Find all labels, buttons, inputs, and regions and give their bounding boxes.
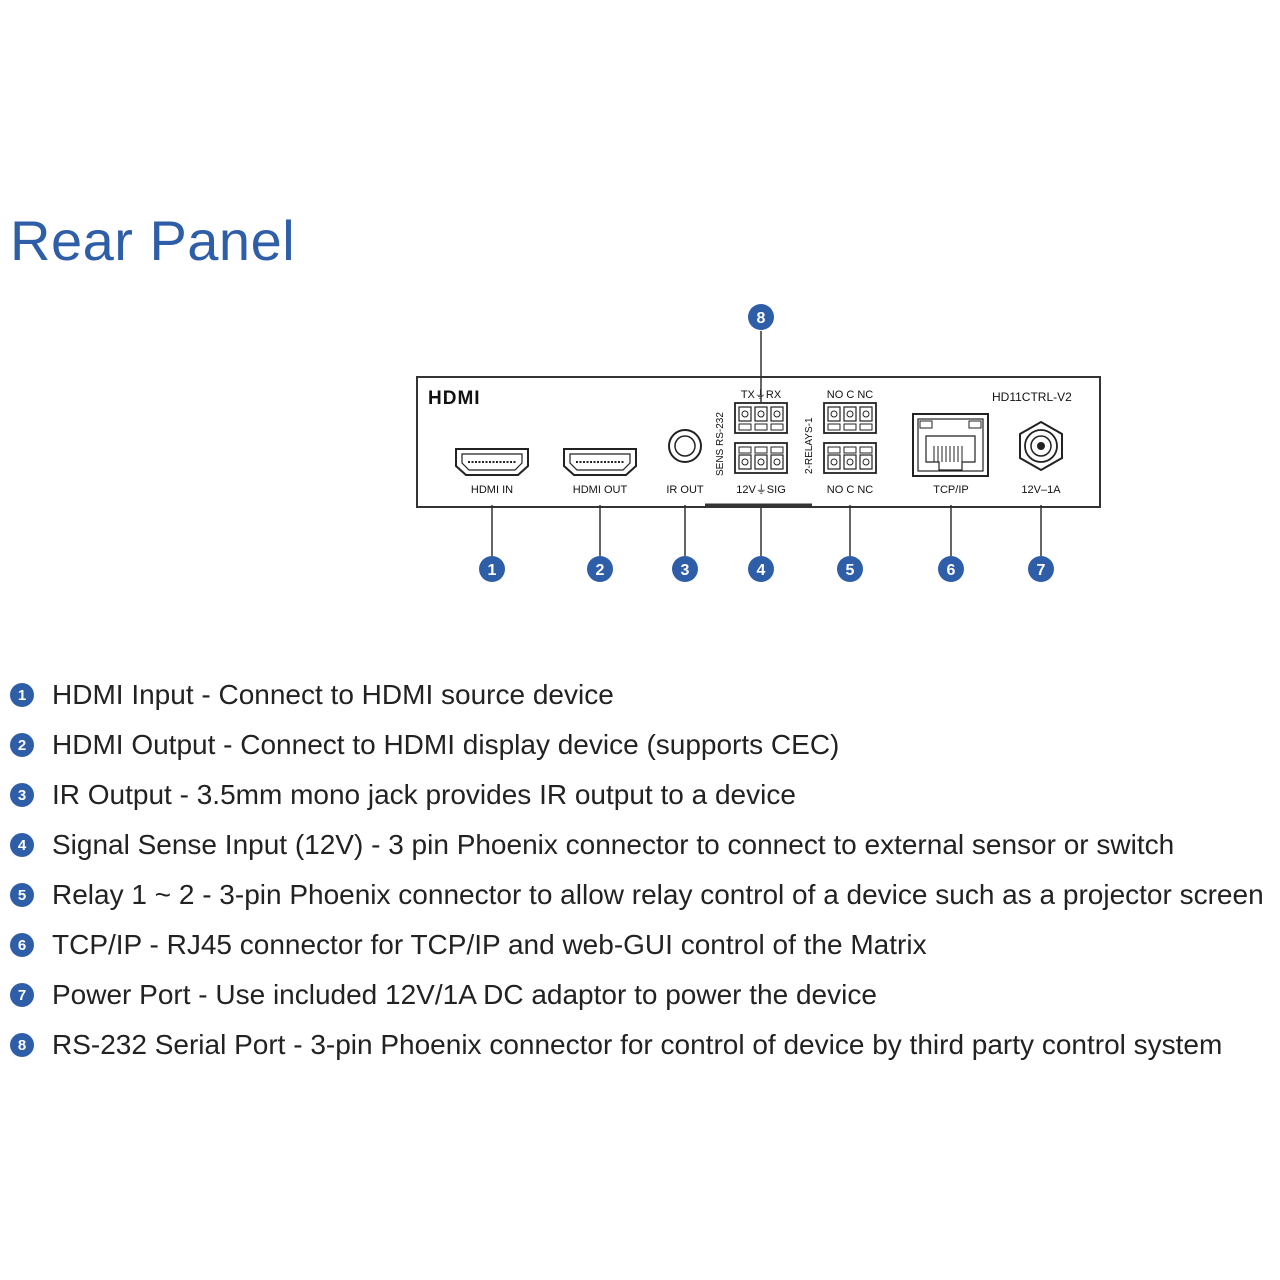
tcpip-label: TCP/IP — [933, 484, 968, 496]
legend-item: 8 RS-232 Serial Port - 3-pin Phoenix conn… — [10, 1020, 1275, 1070]
callout-badge-6: 6 — [938, 556, 964, 582]
legend-badge: 1 — [10, 683, 34, 707]
relay-bottom-label: NO C NC — [827, 484, 874, 496]
hdmi-out-port-icon — [563, 448, 637, 476]
relay-phoenix-connector-top-icon — [823, 402, 877, 434]
model-label: HD11CTRL-V2 — [992, 390, 1072, 404]
legend-text: Power Port - Use included 12V/1A DC adap… — [52, 979, 877, 1010]
hdmi-in-port-icon — [455, 448, 529, 476]
legend-badge: 6 — [10, 933, 34, 957]
svg-text:6: 6 — [947, 562, 956, 579]
rj45-port-icon — [912, 413, 989, 477]
callout-badge-4: 4 — [748, 556, 774, 582]
legend-text: IR Output - 3.5mm mono jack provides IR … — [52, 779, 796, 810]
legend-badge: 8 — [10, 1033, 34, 1057]
ir-out-label: IR OUT — [666, 484, 704, 496]
legend-item: 2 HDMI Output - Connect to HDMI display d… — [10, 720, 1275, 770]
legend-text: RS-232 Serial Port - 3-pin Phoenix conne… — [52, 1029, 1223, 1060]
hdmi-logo: HDMI — [428, 388, 481, 409]
rear-panel-diagram: HDMI HD11CTRL-V2 HDMI IN HDMI OUT IR OUT… — [416, 304, 1101, 582]
callout-badge-2: 2 — [587, 556, 613, 582]
legend-text: HDMI Input - Connect to HDMI source devi… — [52, 679, 614, 710]
relay-side-label: 2-RELAYS-1 — [804, 417, 815, 474]
svg-text:3: 3 — [681, 562, 690, 579]
legend-badge: 5 — [10, 883, 34, 907]
rs232-phoenix-connector-icon — [734, 402, 788, 434]
legend-badge: 3 — [10, 783, 34, 807]
callout-badge-8: 8 — [748, 304, 774, 330]
legend-item: 4 Signal Sense Input (12V) - 3 pin Phoeni… — [10, 820, 1275, 870]
power-jack-icon — [1019, 420, 1063, 472]
relay-top-label: NO C NC — [827, 389, 874, 401]
callout-badge-5: 5 — [837, 556, 863, 582]
port-legend-list: 1 HDMI Input - Connect to HDMI source dev… — [10, 670, 1275, 1070]
svg-text:7: 7 — [1037, 562, 1046, 579]
callout-badge-1: 1 — [479, 556, 505, 582]
legend-text: Signal Sense Input (12V) - 3 pin Phoenix… — [52, 829, 1175, 860]
legend-item: 3 IR Output - 3.5mm mono jack provides IR… — [10, 770, 1275, 820]
hdmi-out-label: HDMI OUT — [573, 484, 628, 496]
svg-text:8: 8 — [757, 310, 766, 327]
svg-text:5: 5 — [846, 562, 855, 579]
legend-text: Relay 1 ~ 2 - 3-pin Phoenix connector to… — [52, 879, 1264, 910]
relay-phoenix-connector-bottom-icon — [823, 442, 877, 474]
svg-text:4: 4 — [757, 562, 766, 579]
legend-badge: 2 — [10, 733, 34, 757]
sense-phoenix-connector-icon — [734, 442, 788, 474]
legend-item: 5 Relay 1 ~ 2 - 3-pin Phoenix connector t… — [10, 870, 1275, 920]
legend-text: HDMI Output - Connect to HDMI display de… — [52, 729, 840, 760]
legend-item: 6 TCP/IP - RJ45 connector for TCP/IP and … — [10, 920, 1275, 970]
hdmi-in-label: HDMI IN — [471, 484, 513, 496]
callout-badge-3: 3 — [672, 556, 698, 582]
ir-out-jack-icon — [668, 429, 702, 463]
legend-item: 7 Power Port - Use included 12V/1A DC ada… — [10, 970, 1275, 1020]
rs232-side-label: SENS RS-232 — [715, 412, 726, 476]
legend-text: TCP/IP - RJ45 connector for TCP/IP and w… — [52, 929, 927, 960]
legend-item: 1 HDMI Input - Connect to HDMI source dev… — [10, 670, 1275, 720]
svg-text:1: 1 — [488, 562, 497, 579]
legend-badge: 4 — [10, 833, 34, 857]
power-label: 12V–1A — [1021, 484, 1061, 496]
page-title: Rear Panel — [10, 209, 296, 272]
callout-badge-7: 7 — [1028, 556, 1054, 582]
sense-bottom-label: 12V⏚SIG — [736, 483, 786, 496]
legend-badge: 7 — [10, 983, 34, 1007]
svg-text:2: 2 — [596, 562, 605, 579]
